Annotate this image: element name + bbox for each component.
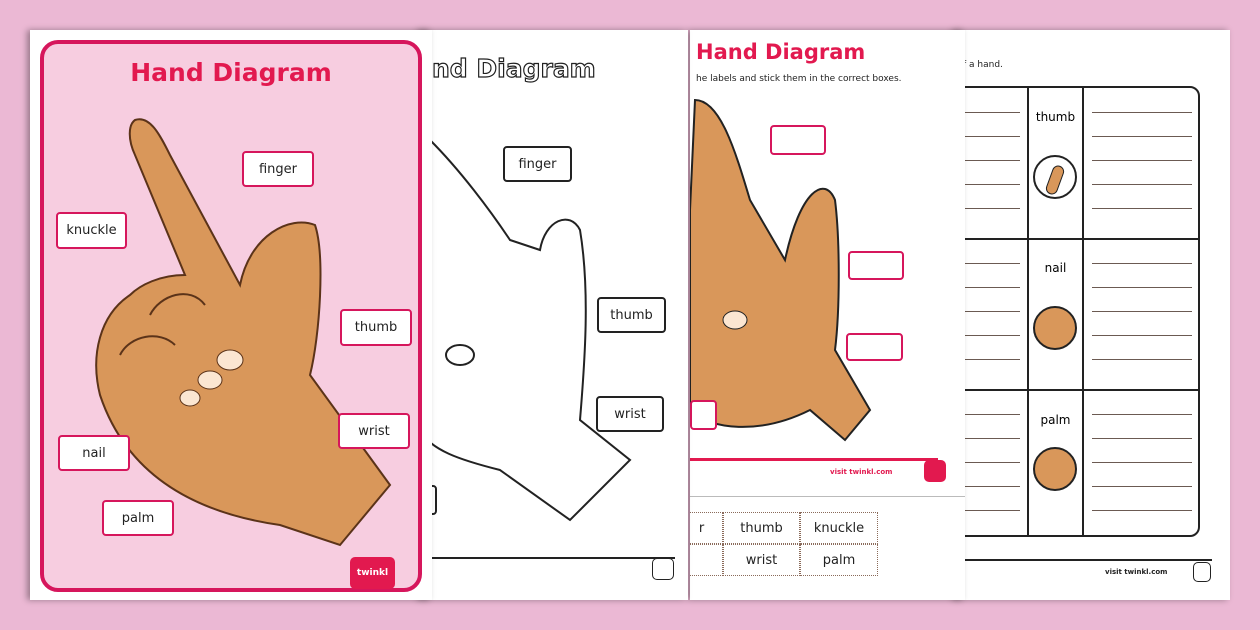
- cut-label[interactable]: knuckle: [800, 512, 878, 544]
- twinkl-logo: twinkl: [350, 557, 395, 589]
- column-divider: [1082, 88, 1084, 535]
- writing-line: [960, 462, 1020, 463]
- label-wrist: wrist: [596, 396, 664, 432]
- label-nail: nail: [58, 435, 130, 471]
- writing-line: [1092, 486, 1192, 487]
- footer-link[interactable]: visit twinkl.com: [1105, 568, 1168, 576]
- instruction-text: he labels and stick them in the correct …: [696, 74, 902, 84]
- label-palm: palm: [102, 500, 174, 536]
- label-thumb: thumb: [597, 297, 666, 333]
- writing-line: [1092, 287, 1192, 288]
- footer-line: [420, 557, 675, 559]
- poster-page: Hand Diagram finger knuckle thumb nail w…: [30, 30, 432, 600]
- row-divider: [955, 238, 1198, 240]
- label-finger: finger: [242, 151, 314, 187]
- writing-line: [960, 287, 1020, 288]
- cut-and-stick-page: Hand Diagram he labels and stick them in…: [690, 30, 965, 600]
- writing-line: [960, 414, 1020, 415]
- writing-line: [1092, 112, 1192, 113]
- label-wrist: wrist: [338, 413, 410, 449]
- writing-line: [960, 263, 1020, 264]
- page-title: Hand Diagram: [130, 58, 332, 87]
- writing-line: [1092, 462, 1192, 463]
- writing-line: [960, 208, 1020, 209]
- writing-line: [1092, 311, 1192, 312]
- footer-line: [690, 458, 938, 461]
- writing-line: [1092, 414, 1192, 415]
- writing-line: [960, 160, 1020, 161]
- footer-line: [955, 559, 1212, 561]
- row-label: thumb: [1035, 110, 1076, 124]
- cut-label[interactable]: palm: [800, 544, 878, 576]
- page-title: Hand Diagram: [696, 40, 866, 64]
- colouring-page: nd Diagram finger thumb wrist: [420, 30, 688, 600]
- row-label: nail: [1044, 261, 1067, 275]
- cut-label[interactable]: r: [690, 512, 723, 544]
- label-drop-box[interactable]: [848, 251, 904, 280]
- label-drop-box[interactable]: [770, 125, 826, 155]
- label-knuckle: knuckle: [56, 212, 127, 249]
- row-label: palm: [1040, 413, 1071, 427]
- twinkl-logo: [1193, 562, 1211, 582]
- nail-picture: [1033, 306, 1077, 350]
- writing-line: [960, 510, 1020, 511]
- writing-line: [960, 311, 1020, 312]
- writing-line: [1092, 136, 1192, 137]
- labels-table: thumb nail palm: [955, 86, 1200, 537]
- cut-label[interactable]: wrist: [723, 544, 800, 576]
- cut-label[interactable]: thumb: [723, 512, 800, 544]
- page-title: nd Diagram: [431, 53, 596, 83]
- writing-line: [960, 486, 1020, 487]
- writing-line: [1092, 160, 1192, 161]
- page-separator: [690, 496, 965, 497]
- palm-picture: [1033, 447, 1077, 491]
- writing-line: [1092, 438, 1192, 439]
- twinkl-logo: [652, 558, 674, 580]
- writing-line: [960, 136, 1020, 137]
- label-drop-box[interactable]: [690, 400, 717, 430]
- writing-line: [1092, 263, 1192, 264]
- footer-link[interactable]: visit twinkl.com: [830, 468, 893, 476]
- writing-line: [1092, 359, 1192, 360]
- row-divider: [955, 389, 1198, 391]
- table-worksheet-page: f a hand. thumb nail palm visit twinkl.c…: [955, 30, 1230, 600]
- writing-line: [960, 335, 1020, 336]
- writing-line: [1092, 184, 1192, 185]
- writing-line: [1092, 208, 1192, 209]
- label-finger: finger: [503, 146, 572, 182]
- label-thumb: thumb: [340, 309, 412, 346]
- writing-line: [1092, 510, 1192, 511]
- writing-line: [960, 438, 1020, 439]
- hand-illustration: [95, 118, 392, 547]
- writing-line: [960, 112, 1020, 113]
- hand-outline-illustration: [420, 138, 632, 522]
- writing-line: [1092, 335, 1192, 336]
- cut-label[interactable]: [690, 544, 723, 576]
- twinkl-logo: [924, 460, 946, 482]
- writing-line: [960, 359, 1020, 360]
- column-divider: [1027, 88, 1029, 535]
- hand-illustration: [690, 98, 872, 442]
- label-drop-box[interactable]: [846, 333, 903, 361]
- thumb-picture: [1033, 155, 1077, 199]
- instruction-text: f a hand.: [963, 60, 1003, 70]
- writing-line: [960, 184, 1020, 185]
